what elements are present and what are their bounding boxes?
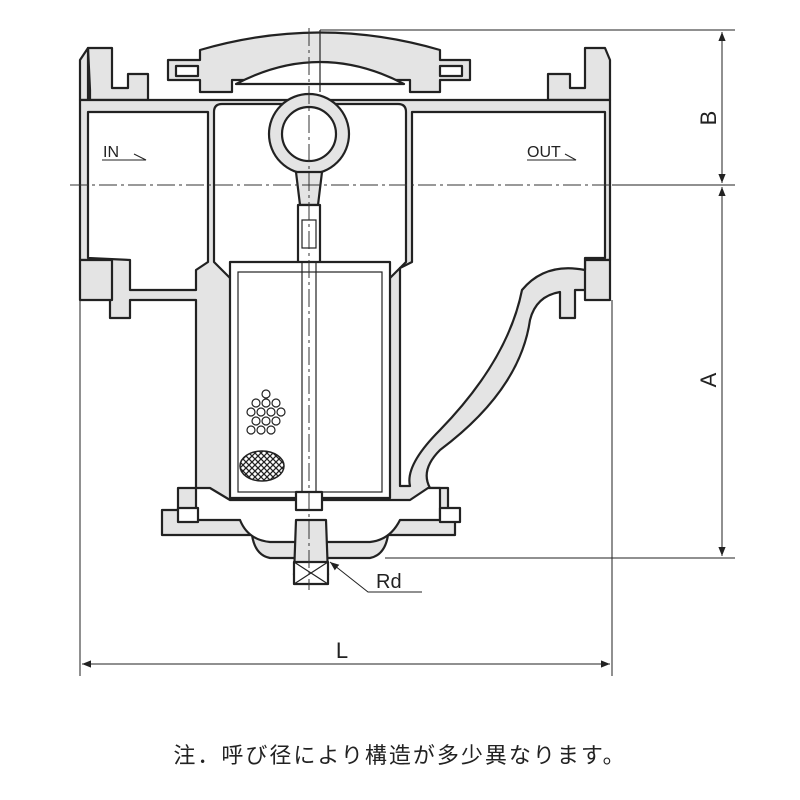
outlet-flange — [546, 46, 612, 102]
dim-l-label: L — [336, 638, 348, 663]
inlet-label: IN — [103, 144, 119, 161]
strainer-screen — [228, 260, 392, 512]
dimension-lines — [79, 29, 735, 676]
float-assembly — [267, 92, 351, 267]
footnote: 注．呼び径により構造が多少異なります。 — [173, 744, 627, 769]
inlet-arrow — [102, 153, 147, 161]
dim-a-label: A — [696, 372, 721, 387]
outlet-label: OUT — [527, 144, 561, 161]
drain-label: Rd — [376, 571, 402, 593]
perforation-dots — [246, 389, 286, 435]
outlet-arrow — [527, 153, 577, 161]
mesh-patch — [239, 450, 285, 482]
drain-plug — [292, 518, 330, 586]
bottom-bowl — [194, 486, 442, 544]
inlet-flange — [86, 46, 150, 102]
dim-b-label: B — [696, 111, 721, 126]
